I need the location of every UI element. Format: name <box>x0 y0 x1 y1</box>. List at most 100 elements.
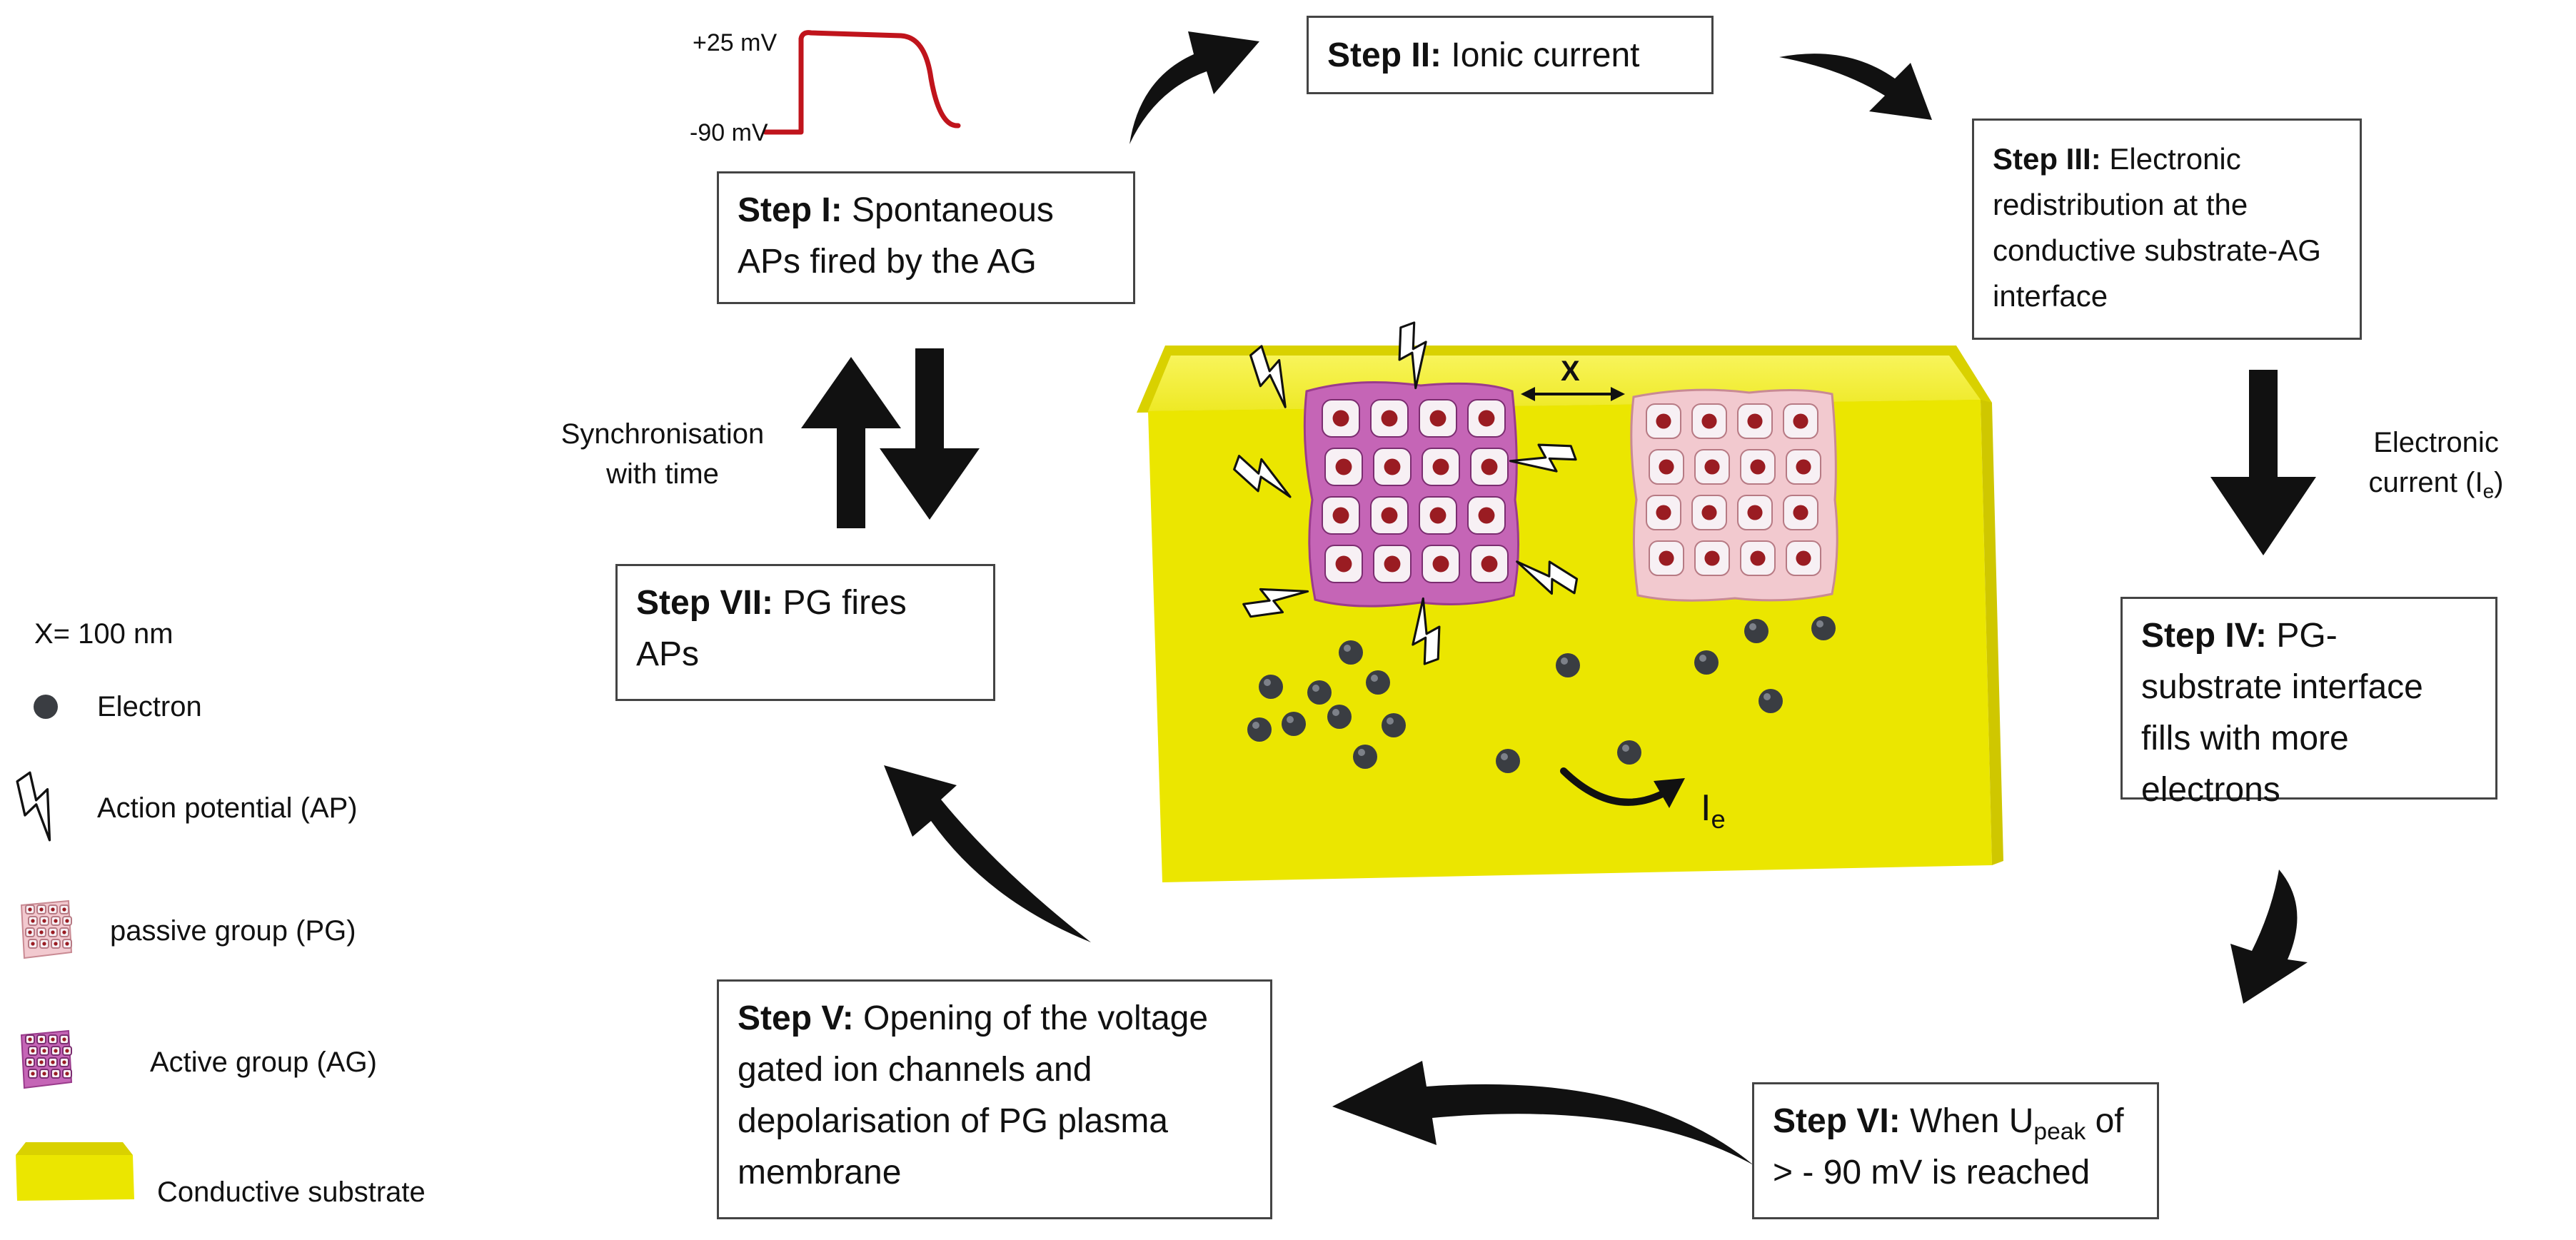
electron-highlight <box>1344 645 1351 652</box>
electron-highlight <box>1501 753 1508 760</box>
legend-ag-nucleus <box>39 1060 44 1064</box>
step-1-text: Spontaneous APs fired by the AG <box>738 191 1054 281</box>
step-7-box: Step VII: PG fires APs <box>615 564 995 701</box>
pg-nucleus <box>1747 505 1763 520</box>
electronic-current-line2: current (Ie) <box>2329 463 2543 503</box>
step-6-text-pre: When U <box>1910 1102 2034 1140</box>
pg-nucleus <box>1701 413 1717 429</box>
step-6-box: Step VI: When Upeak of > - 90 mV is reac… <box>1752 1082 2159 1219</box>
step-1-box: Step I: Spontaneous APs fired by the AG <box>717 171 1135 304</box>
legend-pg-nucleus <box>28 930 32 934</box>
step-6-title: Step VI: <box>1773 1102 1901 1140</box>
arrow-step3-to-step4 <box>2210 370 2316 555</box>
step-1-title: Step I: <box>738 191 842 229</box>
arrow-step2-to-step3 <box>1779 54 1932 120</box>
legend-pg-nucleus <box>31 942 35 946</box>
electronic-current-line2-sub: e <box>2482 480 2495 503</box>
legend-ag-nucleus <box>51 1060 55 1064</box>
legend-ag-nucleus <box>62 1037 66 1042</box>
step-7-text: PG fires APs <box>636 584 907 673</box>
arrow-step5-to-step7 <box>884 765 1091 942</box>
legend-ag-nucleus <box>42 1072 46 1076</box>
pg-nucleus <box>1793 413 1808 429</box>
electron-highlight <box>1287 716 1294 723</box>
step-5-text: Opening of the voltage gated ion channel… <box>738 999 1209 1191</box>
electron-icon <box>1496 749 1520 773</box>
pg-nucleus <box>1747 413 1763 429</box>
electron-highlight <box>1312 685 1319 692</box>
step-5-box: Step V: Opening of the voltage gated ion… <box>717 979 1272 1219</box>
ag-nucleus <box>1381 507 1398 524</box>
legend-electron: Electron <box>97 691 202 722</box>
legend-ag-nucleus <box>31 1072 35 1076</box>
legend-icons <box>5 695 134 1201</box>
action-potential-bolt-icon <box>5 768 74 845</box>
electron-icon <box>1744 619 1769 643</box>
legend-scale: X= 100 nm <box>34 618 173 650</box>
electronic-current-line2-post: ) <box>2494 467 2504 498</box>
legend-pg-nucleus <box>65 942 69 946</box>
electron-icon <box>1259 675 1283 699</box>
pg-nucleus <box>1750 459 1766 475</box>
ag-nucleus <box>1481 458 1498 475</box>
legend-ag-nucleus <box>54 1049 58 1053</box>
electronic-current-label: Electronic current (Ie) <box>2329 423 2543 503</box>
electron-icon <box>1307 680 1332 705</box>
electronic-current-line1: Electronic <box>2373 427 2499 458</box>
legend-pg-nucleus <box>54 942 58 946</box>
electron-icon <box>1811 616 1836 640</box>
legend-ag-nucleus <box>65 1072 69 1076</box>
legend-pg-nucleus <box>51 907 55 912</box>
distance-arrowhead-right <box>1611 387 1625 401</box>
electron-highlight <box>1252 722 1259 729</box>
electron-highlight <box>1358 749 1365 756</box>
ag-nucleus <box>1384 458 1401 475</box>
legend-pg-nucleus <box>39 930 44 934</box>
electron-highlight <box>1764 693 1771 700</box>
electron-icon <box>1556 653 1580 677</box>
electron-icon <box>1247 717 1272 742</box>
ag-nucleus <box>1481 555 1498 573</box>
step-5-title: Step V: <box>738 999 854 1037</box>
electron-highlight <box>1371 675 1378 682</box>
electron-icon <box>1353 745 1377 769</box>
pg-nucleus <box>1659 459 1674 475</box>
electron-icon <box>1617 740 1641 765</box>
electron-icon <box>1366 670 1390 695</box>
legend-ag-nucleus <box>42 1049 46 1053</box>
legend-ag-nucleus <box>39 1037 44 1042</box>
arrow-step4-to-step6 <box>2230 869 2308 1004</box>
ag-nucleus <box>1429 410 1447 427</box>
current-arrow <box>1560 767 1685 808</box>
current-label-sub: e <box>1711 804 1726 834</box>
electron-icon <box>34 695 58 719</box>
flow-arrows <box>801 31 2316 1165</box>
legend-ag-nucleus <box>28 1037 32 1042</box>
ag-nucleus <box>1332 507 1349 524</box>
electron-highlight <box>1561 657 1568 665</box>
electron-cloud <box>1247 616 1836 773</box>
ap-waveform <box>763 30 961 135</box>
step-4-title: Step IV: <box>2141 617 2268 655</box>
electron-icon <box>1282 712 1306 736</box>
substrate-side-face <box>1981 400 2003 865</box>
step-6-text-sub: peak <box>2033 1119 2086 1146</box>
electron-icon <box>1339 640 1363 665</box>
step-6-text-post: of > - 90 mV is reached <box>1773 1102 2124 1191</box>
pg-nucleus <box>1796 459 1811 475</box>
step-3-text: Electronic redistribution at the conduct… <box>1993 142 2321 313</box>
ag-nucleus <box>1335 458 1352 475</box>
electron-highlight <box>1622 745 1629 752</box>
legend-substrate: Conductive substrate <box>157 1176 426 1208</box>
arrow-step1-to-step2 <box>1129 31 1259 144</box>
active-group-swatch <box>20 1029 73 1089</box>
legend-pg-nucleus <box>39 907 44 912</box>
ag-nucleus <box>1429 507 1447 524</box>
arrow-step6-to-step5 <box>1332 1061 1754 1165</box>
electron-icon <box>1382 713 1406 737</box>
electronic-current-line2-pre: current (I <box>2368 467 2483 498</box>
electron-highlight <box>1816 620 1823 627</box>
legend-pg-nucleus <box>65 919 69 923</box>
electron-icon <box>1759 689 1783 713</box>
